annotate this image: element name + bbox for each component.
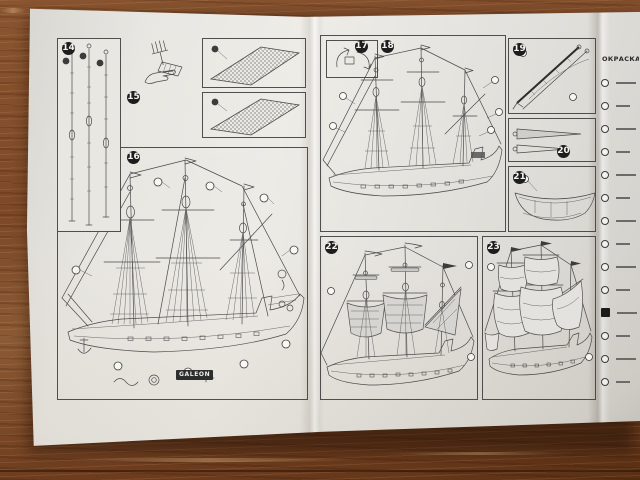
paint-swatch-row [601, 255, 639, 278]
panel-step-16: 16 GALEON [57, 147, 308, 400]
panel-step-22: 22 [320, 236, 478, 400]
pennant-flags-drawing [512, 128, 582, 154]
paint-label-bar [617, 311, 637, 314]
paint-swatch-row [601, 71, 639, 94]
paint-swatch-dot [601, 101, 609, 110]
paint-swatch-row [601, 301, 639, 324]
fork-tool-icon [151, 40, 169, 65]
step-badge-17: 17 [355, 40, 368, 53]
wood-grain-streak [60, 458, 360, 462]
step-badge-23: 23 [487, 241, 500, 254]
paint-label-bar [616, 265, 636, 268]
paint-label-bar [616, 219, 636, 222]
paint-swatch-row [601, 209, 639, 232]
panel-ratline-sheet-b [202, 92, 306, 138]
kit-name-banner: GALEON [176, 370, 214, 380]
galleon-rigging-drawing [322, 44, 503, 197]
step-badge-22: 22 [325, 241, 338, 254]
wire-bending-inset [326, 40, 378, 78]
paint-label-bar [616, 357, 636, 360]
paint-swatch-dot [601, 147, 609, 156]
panel-steps-17-18: 17 18 [320, 35, 506, 232]
panel-step-14: 14 [57, 38, 121, 232]
paint-label-bar [616, 288, 630, 291]
paint-swatch-dot [601, 377, 609, 386]
paint-label-bar [616, 334, 630, 337]
ratline-net-drawing [209, 98, 301, 136]
paint-label-bar [616, 196, 630, 199]
paint-swatch-row [601, 324, 639, 347]
step-badge-20: 20 [557, 145, 570, 158]
step-badge-15: 15 [127, 91, 140, 104]
panel-step-19: 19 [508, 38, 596, 114]
paint-chart-strip: ОКРАСКА М [601, 18, 639, 448]
paint-swatch-dot [601, 216, 609, 225]
paint-swatch-square [601, 308, 610, 317]
step-badge-19: 19 [513, 43, 526, 56]
paint-swatch-row [601, 94, 639, 117]
paint-swatch-row [601, 163, 639, 186]
paint-swatch-dot [601, 124, 609, 133]
step-badge-16: 16 [127, 151, 140, 164]
paint-swatch-dot [601, 170, 609, 179]
paint-label-bar [616, 380, 630, 383]
paint-swatch-row [601, 370, 639, 393]
paint-label-bar [616, 150, 630, 153]
paint-swatch-dot [601, 239, 609, 248]
step-badge-18: 18 [381, 40, 394, 53]
paint-label-bar [616, 81, 636, 84]
paint-swatch-row [601, 232, 639, 255]
paint-swatch-dot [601, 193, 609, 202]
paint-swatch-row [601, 347, 639, 370]
paint-swatch-dot [601, 354, 609, 363]
hand-holding-net-icon [144, 61, 183, 84]
bend-arrows-drawing [336, 47, 372, 70]
paint-swatch-dot [601, 262, 609, 271]
paint-swatch-row [601, 186, 639, 209]
step-badge-14: 14 [62, 42, 75, 55]
paint-chart-title: ОКРАСКА М [602, 55, 639, 63]
panel-step-20: 20 [508, 118, 596, 162]
paint-swatch-row [601, 278, 639, 301]
wood-grain-streak [380, 452, 580, 455]
galleon-side-view-drawing [61, 157, 305, 386]
paint-label-bar [616, 173, 636, 176]
wood-grain-streak [0, 8, 26, 13]
paint-swatch-row [601, 140, 639, 163]
mast-parts-drawing [62, 43, 110, 226]
anchor-icon [77, 337, 92, 354]
paint-swatch-dot [601, 285, 609, 294]
paint-swatch-dot [601, 331, 609, 340]
galleon-partial-sails-drawing [321, 242, 475, 386]
paint-swatch-dot [601, 78, 609, 87]
step-badge-21: 21 [513, 171, 526, 184]
ratline-net-drawing [209, 45, 301, 86]
panel-step-23: 23 [482, 236, 596, 400]
panel-step-21: 21 [508, 166, 596, 232]
paint-label-bar [616, 104, 630, 107]
paint-label-bar [616, 127, 636, 130]
panel-ratline-sheet-a [202, 38, 306, 88]
galleon-full-sails-drawing [484, 241, 593, 376]
paint-swatch-row [601, 117, 639, 140]
paint-label-bar [616, 242, 630, 245]
wood-plank-gap [0, 470, 640, 472]
